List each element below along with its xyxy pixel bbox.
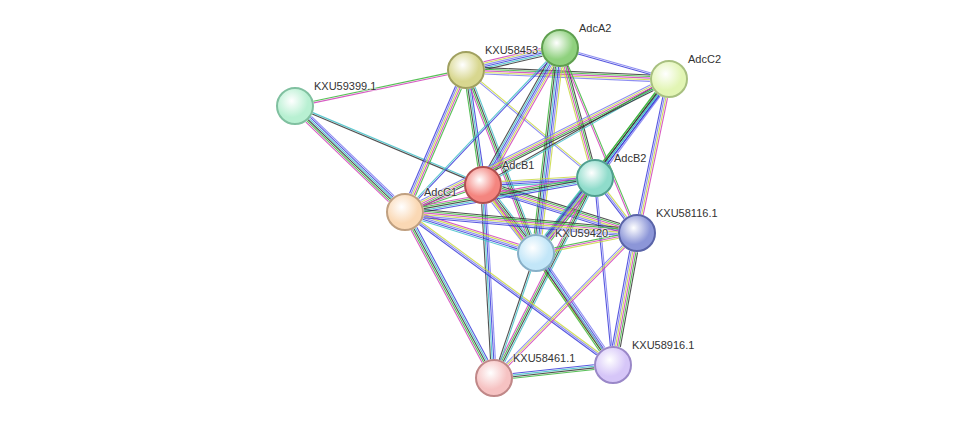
protein-node: AdcA2 [541, 29, 579, 67]
evidence-line [411, 230, 482, 363]
evidence-line [643, 98, 667, 215]
node-label: KXU58453 [485, 44, 538, 57]
node-label: AdcC2 [688, 53, 721, 66]
node-label: KXU58916.1 [632, 339, 694, 352]
interaction-edge [489, 63, 554, 171]
evidence-line [567, 66, 629, 216]
interaction-edge [544, 267, 605, 351]
evidence-line [313, 73, 447, 101]
protein-node: KXU58116.1 [618, 214, 656, 252]
node-label: AdcB2 [614, 152, 646, 165]
evidence-line [413, 230, 484, 363]
evidence-line [544, 270, 599, 351]
evidence-line [555, 238, 619, 251]
evidence-line [614, 251, 631, 346]
node-label: KXU59399.1 [314, 80, 376, 93]
evidence-line [414, 229, 485, 362]
evidence-line [616, 252, 633, 347]
evidence-line [411, 87, 457, 194]
node-label: AdcA2 [579, 22, 611, 35]
protein-node: AdcC2 [650, 60, 688, 98]
evidence-line [607, 193, 626, 218]
node-label: KXU59420. [555, 227, 611, 240]
interaction-edge [499, 271, 530, 360]
evidence-line [567, 66, 592, 159]
protein-node: KXU58461.1 [475, 359, 513, 397]
evidence-line [308, 120, 391, 200]
protein-node: AdcC1 [386, 193, 424, 231]
evidence-line [513, 369, 594, 378]
interaction-edge [411, 227, 488, 363]
evidence-line [549, 267, 604, 348]
evidence-line [466, 89, 477, 166]
evidence-line [596, 197, 610, 346]
evidence-line [483, 204, 492, 359]
interaction-edge [306, 116, 394, 201]
node-label: KXU58116.1 [656, 207, 718, 220]
evidence-line [307, 121, 390, 201]
interaction-edge [605, 192, 626, 219]
evidence-line [410, 86, 456, 193]
evidence-line [311, 116, 394, 196]
protein-node: AdcB2 [576, 159, 614, 197]
evidence-line [513, 368, 594, 377]
evidence-line [578, 52, 650, 73]
evidence-line [547, 269, 602, 350]
interaction-edge [513, 365, 595, 379]
interaction-edge [482, 204, 496, 359]
evidence-line [608, 192, 627, 217]
evidence-line [485, 55, 542, 68]
evidence-line [564, 67, 589, 160]
node-label: AdcB1 [502, 159, 534, 172]
evidence-line [306, 122, 389, 202]
evidence-line [566, 66, 591, 159]
protein-node: KXU58916.1 [594, 346, 632, 384]
protein-node: KXU58453 [447, 51, 485, 89]
evidence-line [415, 89, 461, 196]
evidence-line [310, 117, 393, 197]
protein-node: KXU59399.1 [276, 87, 314, 125]
protein-node: AdcB1 [464, 166, 502, 204]
evidence-line [421, 85, 651, 201]
evidence-line [482, 204, 491, 359]
evidence-line [468, 89, 479, 166]
evidence-line [578, 54, 650, 75]
interaction-edge [313, 73, 447, 103]
evidence-line [612, 251, 629, 346]
evidence-line [617, 252, 634, 347]
evidence-line [545, 270, 600, 351]
evidence-line [314, 75, 448, 103]
interaction-edge [612, 251, 637, 347]
node-label: AdcC1 [424, 186, 457, 199]
evidence-line [548, 268, 603, 349]
protein-node: KXU59420. [517, 234, 555, 272]
node-label: KXU58461.1 [513, 352, 575, 365]
evidence-line [605, 194, 624, 219]
evidence-line [309, 119, 392, 199]
interaction-edge [578, 52, 651, 74]
